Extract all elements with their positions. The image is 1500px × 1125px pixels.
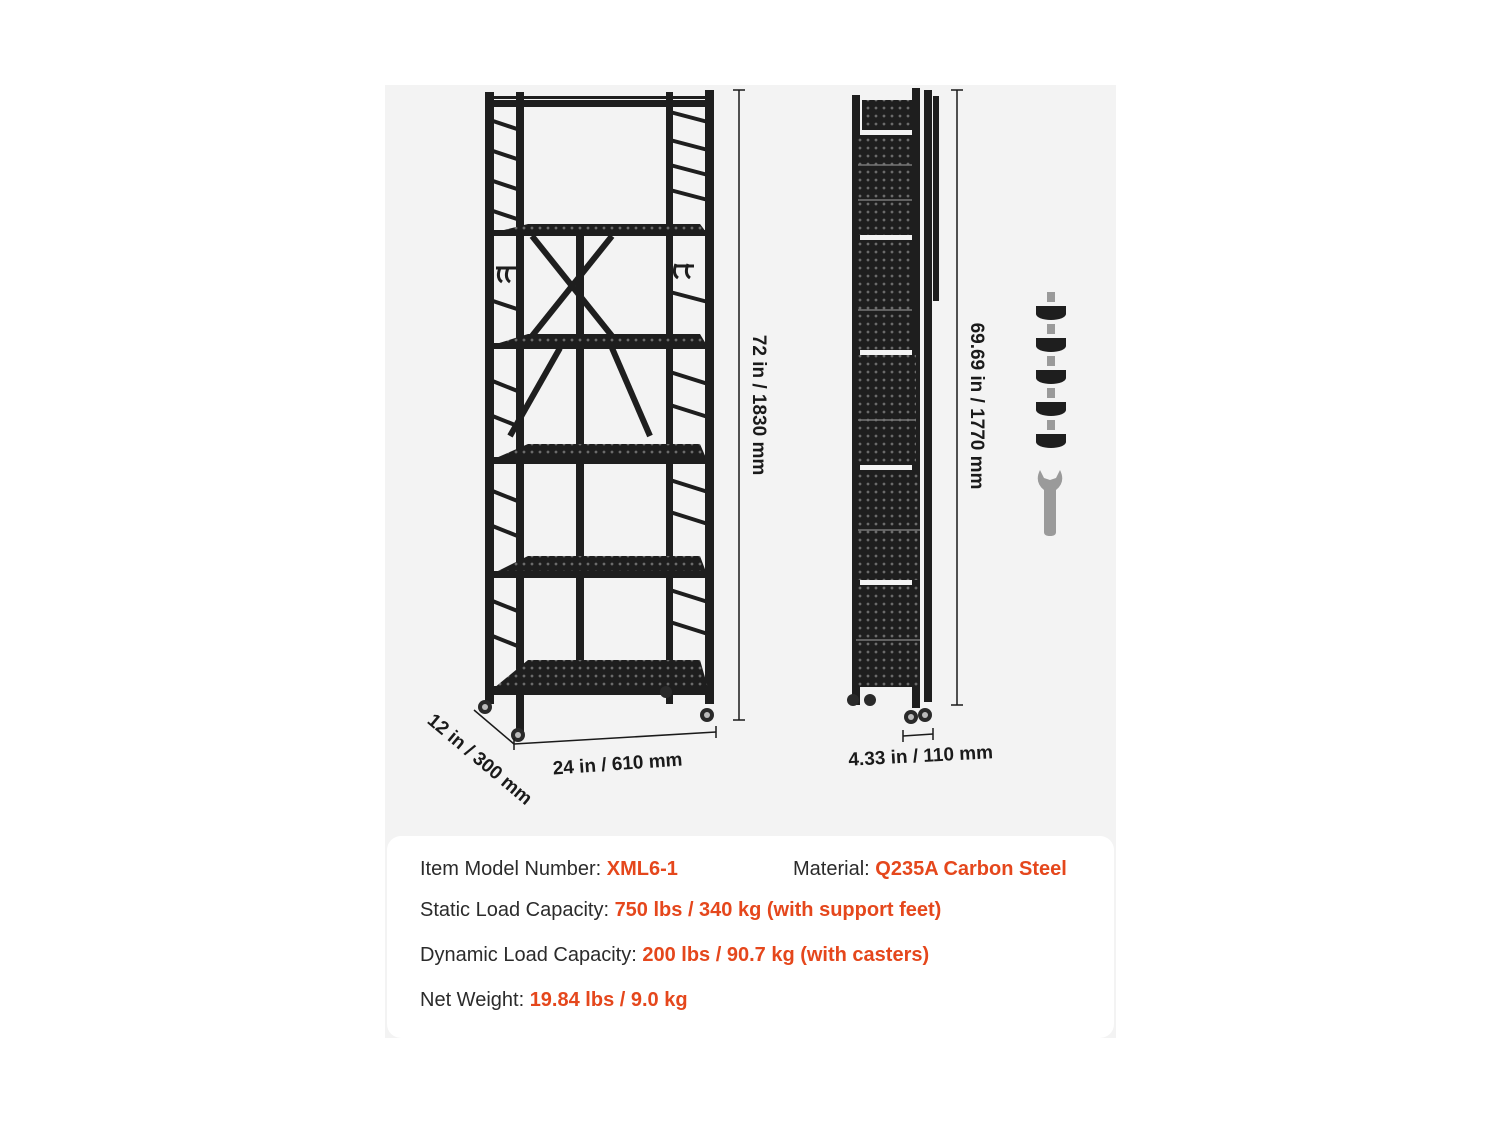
material-label: Material: — [793, 858, 870, 880]
material-row: Material: Q235A Carbon Steel — [793, 858, 1067, 881]
support-feet — [1036, 292, 1066, 448]
front-right-post — [705, 90, 714, 704]
folded-thickness-label: 4.33 in / 110 mm — [848, 742, 994, 771]
static-load-value: 750 lbs / 340 kg (with support feet) — [614, 899, 942, 921]
model-number-value: XML6-1 — [606, 858, 678, 880]
net-weight-row: Net Weight: 19.84 lbs / 9.0 kg — [420, 989, 688, 1012]
wrench-icon — [1037, 470, 1063, 536]
net-weight-label: Net Weight: — [420, 989, 525, 1011]
assembled-height-label: 72 in / 1830 mm — [748, 335, 769, 475]
top-bar — [486, 100, 712, 107]
net-weight-value: 19.84 lbs / 9.0 kg — [529, 989, 688, 1011]
side-rungs-right — [669, 110, 709, 636]
side-hooks — [496, 263, 694, 284]
dynamic-load-label: Dynamic Load Capacity: — [420, 944, 637, 966]
shelf-boards — [492, 224, 710, 695]
static-load-label: Static Load Capacity: — [420, 899, 609, 921]
assembled-shelf — [478, 90, 714, 742]
folded-casters — [847, 694, 932, 724]
dimension-lines — [473, 89, 963, 750]
static-load-row: Static Load Capacity: 750 lbs / 340 kg (… — [420, 899, 941, 922]
folded-height-label: 69.69 in / 1770 mm — [966, 323, 987, 490]
rear-right-post — [666, 92, 673, 704]
dynamic-load-row: Dynamic Load Capacity: 200 lbs / 90.7 kg… — [420, 944, 929, 967]
model-number-row: Item Model Number: XML6-1 — [420, 858, 678, 881]
folded-shelf — [847, 88, 939, 724]
casters — [478, 686, 714, 742]
spec-panel: Item Model Number: XML6-1 Material: Q235… — [387, 836, 1114, 1038]
rear-left-post — [516, 92, 524, 732]
model-number-label: Item Model Number: — [420, 858, 602, 880]
front-left-post — [485, 92, 494, 704]
side-rungs-left — [489, 118, 521, 649]
cross-brace — [507, 234, 653, 438]
dynamic-load-value: 200 lbs / 90.7 kg (with casters) — [642, 944, 930, 966]
material-value: Q235A Carbon Steel — [875, 858, 1067, 880]
assembled-width-label: 24 in / 610 mm — [552, 750, 683, 780]
